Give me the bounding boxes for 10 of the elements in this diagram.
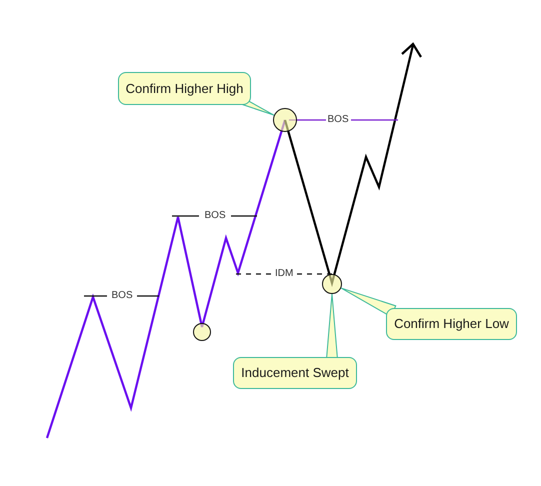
highlight-circle [322,274,342,294]
level-label: BOS [328,114,349,126]
level-label: IDM [275,268,294,280]
level-label: BOS [204,210,226,222]
callout-bubble: Confirm Higher High [118,72,251,105]
highlight-circle [273,108,297,132]
level-label: BOS [112,290,133,302]
highlight-circle [193,323,211,341]
callout-bubble: Confirm Higher Low [386,308,517,340]
callout-bubble: Inducement Swept [233,357,357,389]
